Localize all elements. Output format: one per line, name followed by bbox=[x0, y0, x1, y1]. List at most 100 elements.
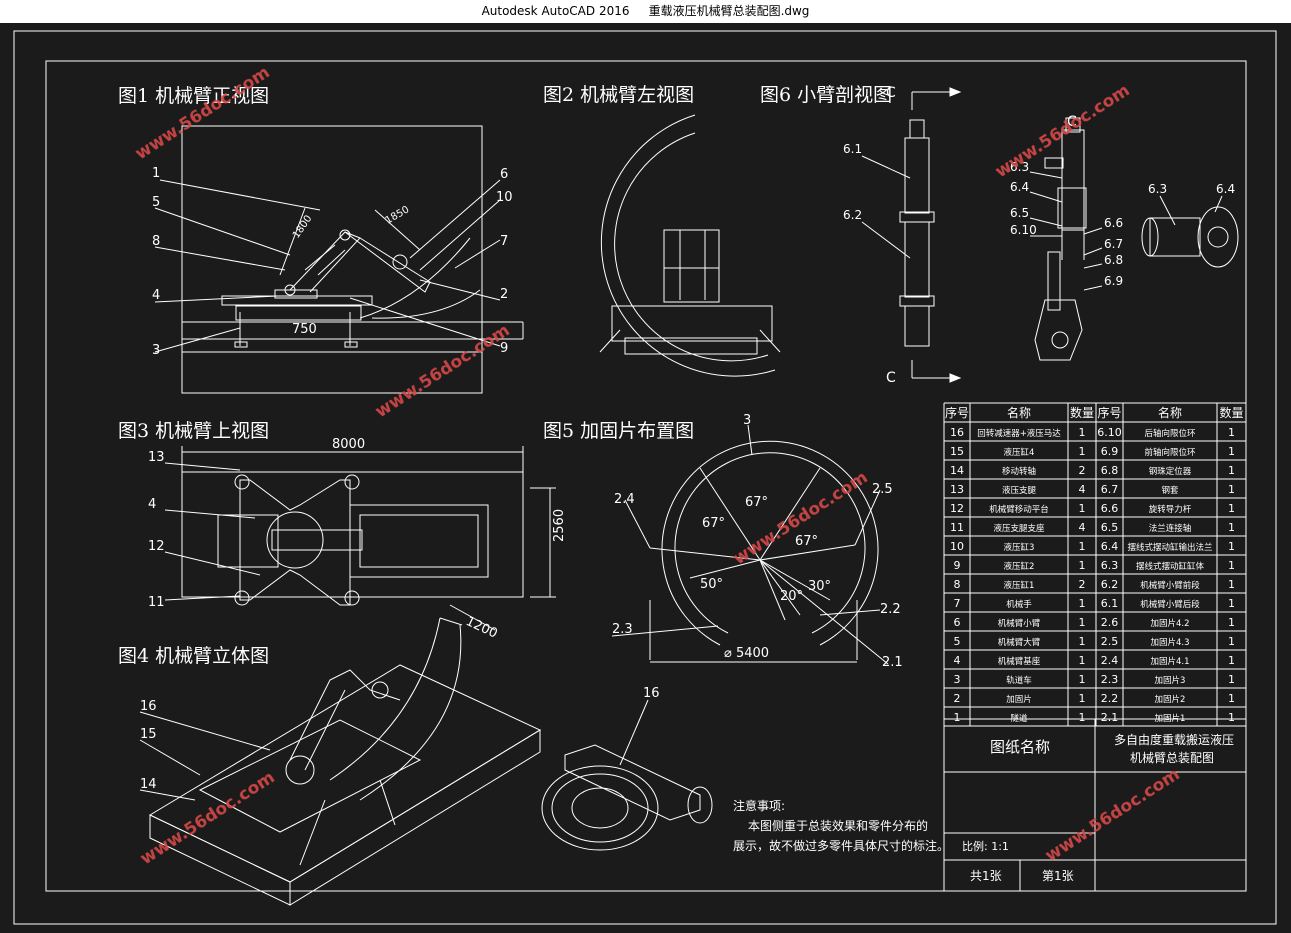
bom-header-cell: 数量 bbox=[1070, 405, 1094, 420]
drawing-name-line2: 机械臂总装配图 bbox=[1130, 750, 1214, 765]
callout-6-10: 6.10 bbox=[1010, 223, 1037, 237]
bom-cell: 4 bbox=[1079, 483, 1086, 496]
bom-cell: 6 bbox=[954, 616, 961, 629]
bom-cell: 2.4 bbox=[1101, 654, 1119, 667]
bom-cell: 1 bbox=[1079, 692, 1086, 705]
bom-cell: 机械手 bbox=[1006, 599, 1032, 610]
callout-5: 5 bbox=[152, 195, 160, 210]
callout-2-5: 2.5 bbox=[872, 482, 893, 497]
notes-heading: 注意事项: bbox=[733, 798, 785, 813]
bom-header-cell: 序号 bbox=[1097, 405, 1121, 420]
callout-7: 7 bbox=[500, 234, 508, 249]
bom-cell: 1 bbox=[1228, 426, 1235, 439]
bom-cell: 9 bbox=[954, 559, 961, 572]
dim-750: 750 bbox=[292, 322, 317, 337]
app-title: Autodesk AutoCAD 2016 bbox=[481, 4, 630, 18]
drawing-canvas[interactable]: 图1 机械臂正视图 bbox=[0, 23, 1291, 929]
bom-cell: 1 bbox=[1079, 540, 1086, 553]
bom-cell: 1 bbox=[1228, 654, 1235, 667]
watermark-1: www.56doc.com bbox=[132, 62, 274, 164]
callout-4b: 4 bbox=[148, 497, 156, 512]
bom-cell: 1 bbox=[1228, 711, 1235, 724]
callout-13: 13 bbox=[148, 450, 165, 465]
bom-cell: 机械臂小臂 bbox=[998, 618, 1041, 629]
bom-header-cell: 数量 bbox=[1219, 405, 1243, 420]
bom-cell: 1 bbox=[1228, 635, 1235, 648]
bom-cell: 6.9 bbox=[1101, 445, 1119, 458]
bom-cell: 机械臂移动平台 bbox=[989, 504, 1049, 515]
bom-cell: 液压缸4 bbox=[1004, 447, 1035, 458]
notes-line1: 本图侧重于总装效果和零件分布的 bbox=[748, 818, 928, 833]
detail-6-3: 6.3 bbox=[1148, 182, 1167, 196]
callout-10: 10 bbox=[496, 190, 513, 205]
bom-cell: 液压缸1 bbox=[1004, 580, 1035, 591]
bom-cell: 1 bbox=[1228, 692, 1235, 705]
bom-cell: 液压支腿支座 bbox=[993, 523, 1045, 534]
callout-3b: 3 bbox=[743, 413, 751, 428]
bom-cell: 液压缸2 bbox=[1004, 561, 1035, 572]
bom-cell: 10 bbox=[950, 540, 964, 553]
bom-cell: 3 bbox=[954, 673, 961, 686]
bom-cell: 1 bbox=[1228, 597, 1235, 610]
fig3-title: 图3 机械臂上视图 bbox=[118, 420, 269, 442]
callout-16b: 16 bbox=[643, 686, 660, 701]
bom-cell: 1 bbox=[1228, 673, 1235, 686]
bom-cell: 液压支腿 bbox=[1002, 485, 1037, 496]
fig4-isometric-view: 图4 机械臂立体图 1200 16 15 14 bbox=[118, 604, 542, 906]
fig3-top-view: 图3 机械臂上视图 8000 2560 bbox=[118, 420, 567, 610]
bom-cell: 11 bbox=[950, 521, 964, 534]
watermark-2: www.56doc.com bbox=[372, 320, 514, 422]
bom-cell: 加固片4.3 bbox=[1150, 637, 1189, 648]
bom-cell: 移动转轴 bbox=[1002, 466, 1036, 477]
bom-cell: 法兰连接轴 bbox=[1149, 523, 1192, 534]
bom-cell: 1 bbox=[1079, 635, 1086, 648]
bom-cell: 16 bbox=[950, 426, 964, 439]
bom-cell: 4 bbox=[954, 654, 961, 667]
bom-cell: 12 bbox=[950, 502, 964, 515]
sheet-number: 第1张 bbox=[1042, 869, 1074, 883]
callout-12: 12 bbox=[148, 539, 165, 554]
bom-cell: 2.5 bbox=[1101, 635, 1119, 648]
bom-cell: 加固片2 bbox=[1155, 694, 1186, 705]
callout-9: 9 bbox=[500, 341, 508, 356]
bom-cell: 摆线式摆动缸缸体 bbox=[1136, 561, 1205, 572]
outer-frame bbox=[13, 30, 1277, 925]
bom-cell: 加固片3 bbox=[1155, 675, 1186, 686]
bom-cell: 轨道车 bbox=[1006, 675, 1032, 686]
bom-cell: 2 bbox=[1079, 578, 1086, 591]
dim-1200: 1200 bbox=[463, 614, 499, 642]
drawing-name-line1: 多自由度重载搬运液压 bbox=[1114, 732, 1234, 747]
fig5-title: 图5 加固片布置图 bbox=[543, 420, 694, 442]
fig2-left-view: 图2 机械臂左视图 bbox=[543, 84, 781, 377]
bom-cell: 5 bbox=[954, 635, 961, 648]
slewing-bearing-drawing: 16 bbox=[541, 686, 713, 851]
angle-67-b: 67° bbox=[702, 516, 725, 531]
fig1-title: 图1 机械臂正视图 bbox=[118, 85, 269, 107]
bom-cell: 1 bbox=[1228, 616, 1235, 629]
callout-6-5: 6.5 bbox=[1010, 206, 1029, 220]
bom-cell: 2.6 bbox=[1101, 616, 1119, 629]
bom-cell: 6.4 bbox=[1101, 540, 1119, 553]
callout-6-1: 6.1 bbox=[843, 142, 862, 156]
callout-4: 4 bbox=[152, 288, 160, 303]
bom-cell: 1 bbox=[1228, 445, 1235, 458]
dim-8000: 8000 bbox=[332, 437, 365, 452]
bom-cell: 前轴向限位环 bbox=[1144, 447, 1196, 458]
bom-cell: 6.8 bbox=[1101, 464, 1119, 477]
angle-30: 30° bbox=[808, 579, 831, 594]
bom-cell: 15 bbox=[950, 445, 964, 458]
drawing-svg[interactable]: 图1 机械臂正视图 bbox=[0, 23, 1291, 929]
window-title-bar: Autodesk AutoCAD 2016 重载液压机械臂总装配图.dwg bbox=[0, 0, 1291, 23]
angle-50: 50° bbox=[700, 577, 723, 592]
callout-8: 8 bbox=[152, 234, 160, 249]
bom-cell: 机械臂大臂 bbox=[998, 637, 1041, 648]
bom-cell: 回转减速器+液压马达 bbox=[977, 428, 1061, 439]
callout-2-3: 2.3 bbox=[612, 622, 633, 637]
notes-block: 注意事项: 本图侧重于总装效果和零件分布的 展示，故不做过多零件具体尺寸的标注。 bbox=[733, 798, 949, 853]
bom-cell: 后轴向限位环 bbox=[1144, 428, 1196, 439]
bom-cell: 1 bbox=[1079, 502, 1086, 515]
fig5-layout-view: 图5 加固片布置图 3 2.4 2.5 2.3 bbox=[543, 413, 903, 670]
bom-cell: 机械臂小臂前段 bbox=[1140, 580, 1200, 591]
notes-line2: 展示，故不做过多零件具体尺寸的标注。 bbox=[733, 838, 949, 853]
bom-cell: 1 bbox=[1228, 502, 1235, 515]
